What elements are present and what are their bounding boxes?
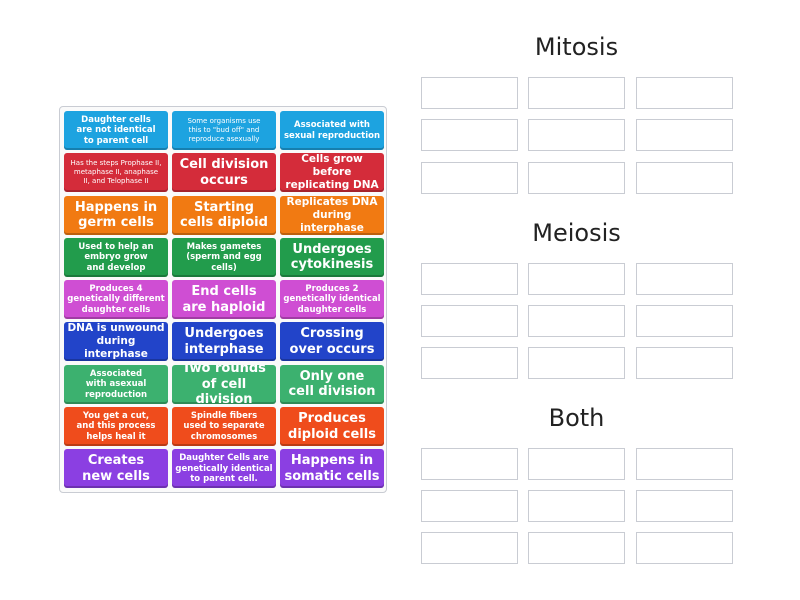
card-cell-division-occurs[interactable]: Cell division occurs (172, 153, 276, 193)
drop-slot[interactable] (636, 448, 733, 480)
drop-slot[interactable] (421, 263, 518, 295)
card-two-rounds-division[interactable]: Two rounds of cell division (172, 364, 276, 404)
drop-slot[interactable] (528, 77, 625, 109)
drop-slot[interactable] (636, 77, 733, 109)
card-spindle-fibers[interactable]: Spindle fibers used to separate chromoso… (172, 407, 276, 447)
drop-slot[interactable] (528, 532, 625, 564)
drop-slot[interactable] (636, 119, 733, 151)
drop-slot[interactable] (528, 490, 625, 522)
card-cells-grow-before-replicating[interactable]: Cells grow before replicating DNA (280, 153, 384, 193)
card-undergoes-cytokinesis[interactable]: Undergoes cytokinesis (280, 237, 384, 277)
card-only-one-division[interactable]: Only one cell division (280, 364, 384, 404)
card-asexual-reproduction[interactable]: Associated with asexual reproduction (64, 364, 168, 404)
drop-slot[interactable] (528, 305, 625, 337)
card-end-cells-haploid[interactable]: End cells are haploid (172, 280, 276, 320)
card-produces-4-different[interactable]: Produces 4 genetically different daughte… (64, 280, 168, 320)
card-creates-new-cells[interactable]: Creates new cells (64, 449, 168, 489)
drop-slot[interactable] (421, 448, 518, 480)
card-produces-2-identical[interactable]: Produces 2 genetically identical daughte… (280, 280, 384, 320)
drop-slot[interactable] (636, 263, 733, 295)
drop-slot[interactable] (636, 490, 733, 522)
drop-slot[interactable] (528, 263, 625, 295)
card-prophase-ii-steps[interactable]: Has the steps Prophase II, metaphase II,… (64, 153, 168, 193)
card-grid: Daughter cells are not identical to pare… (64, 111, 384, 489)
group-title-meiosis: Meiosis (532, 219, 621, 247)
card-sexual-reproduction[interactable]: Associated with sexual reproduction (280, 111, 384, 150)
drop-slot[interactable] (528, 347, 625, 379)
drop-slot[interactable] (636, 532, 733, 564)
group-title-mitosis: Mitosis (534, 33, 619, 61)
drop-slot[interactable] (528, 448, 625, 480)
drop-slot[interactable] (421, 347, 518, 379)
drop-slot[interactable] (421, 162, 518, 194)
card-tray: Daughter cells are not identical to pare… (59, 106, 387, 493)
card-happens-in-somatic-cells[interactable]: Happens in somatic cells (280, 449, 384, 489)
card-cut-heal[interactable]: You get a cut, and this process helps he… (64, 407, 168, 447)
drop-slot[interactable] (528, 119, 625, 151)
drop-slot[interactable] (636, 305, 733, 337)
card-produces-diploid-cells[interactable]: Produces diploid cells (280, 407, 384, 447)
card-crossing-over-occurs[interactable]: Crossing over occurs (280, 322, 384, 362)
drop-slot[interactable] (636, 162, 733, 194)
drop-slot[interactable] (421, 77, 518, 109)
card-replicates-dna-interphase[interactable]: Replicates DNA during interphase (280, 195, 384, 235)
group-title-both: Both (548, 404, 605, 432)
card-daughter-cells-identical[interactable]: Daughter Cells are genetically identical… (172, 449, 276, 489)
drop-slot[interactable] (421, 490, 518, 522)
drop-slot[interactable] (421, 305, 518, 337)
card-starting-cells-diploid[interactable]: Starting cells diploid (172, 195, 276, 235)
card-daughter-cells-not-identical[interactable]: Daughter cells are not identical to pare… (64, 111, 168, 150)
card-undergoes-interphase[interactable]: Undergoes interphase (172, 322, 276, 362)
drop-slot[interactable] (421, 119, 518, 151)
card-dna-unwound-interphase[interactable]: DNA is unwound during interphase (64, 322, 168, 362)
drop-slot[interactable] (528, 162, 625, 194)
card-makes-gametes[interactable]: Makes gametes (sperm and egg cells) (172, 237, 276, 277)
card-bud-off-asexually[interactable]: Some organisms use this to "bud off" and… (172, 111, 276, 150)
drop-slot[interactable] (421, 532, 518, 564)
card-embryo-grow-develop[interactable]: Used to help an embryo grow and develop (64, 237, 168, 277)
drop-slot[interactable] (636, 347, 733, 379)
card-happens-in-germ-cells[interactable]: Happens in germ cells (64, 195, 168, 235)
